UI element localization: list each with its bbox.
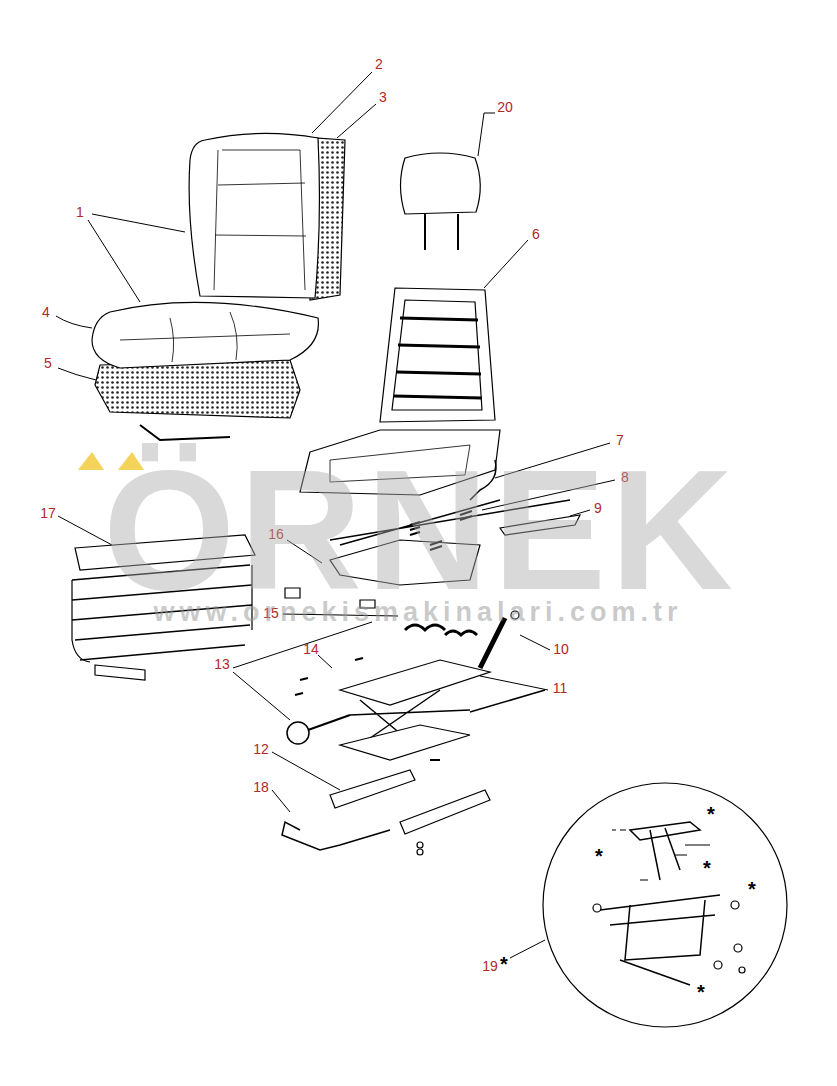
callout-number: 1	[76, 205, 84, 219]
callout-asterisk: *	[703, 858, 711, 878]
callout-number: 5	[44, 356, 52, 370]
callout-number: 11	[553, 681, 568, 695]
callout-number: 13	[214, 657, 230, 671]
backrest	[189, 133, 319, 298]
cushion	[92, 302, 318, 368]
back-frame	[380, 288, 495, 422]
callout-number: 3	[379, 90, 387, 104]
headrest	[401, 153, 481, 214]
callout-number: 17	[40, 506, 56, 520]
callout-number: 19	[482, 959, 498, 973]
scissor-top	[340, 660, 490, 705]
callout-number: 2	[375, 57, 383, 71]
callout-number: 10	[553, 642, 569, 656]
seat-base	[95, 360, 300, 418]
callout-number: 20	[497, 100, 513, 114]
callout-number: 4	[42, 305, 50, 319]
watermark-url: www.ornekismakinalari.com.tr	[153, 599, 682, 626]
callout-asterisk: *	[500, 954, 508, 974]
callout-asterisk: *	[595, 846, 603, 866]
callout-number: 14	[303, 642, 319, 656]
callout-number: 18	[253, 780, 269, 794]
scissor-base	[340, 725, 470, 760]
rail	[400, 790, 490, 834]
callout-number: 6	[532, 227, 540, 241]
callout-number: 12	[253, 742, 269, 756]
callout-asterisk: *	[707, 804, 715, 824]
callout-asterisk: *	[748, 879, 756, 899]
callout-asterisk: *	[697, 982, 705, 1002]
knob	[287, 722, 309, 744]
rail	[330, 770, 415, 808]
watermark: ÖRNEK	[103, 445, 737, 615]
detail-circle	[543, 783, 787, 1027]
